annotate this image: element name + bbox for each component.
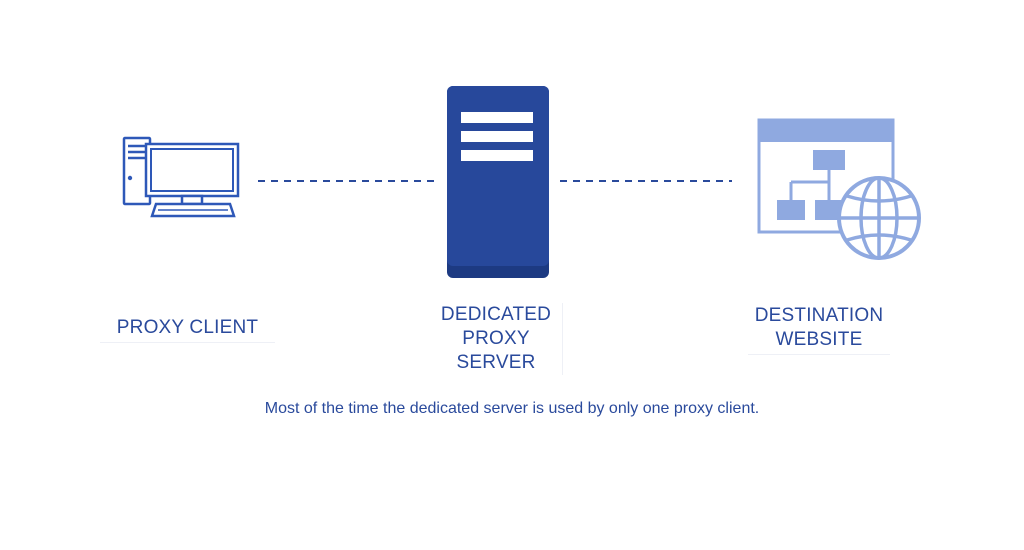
server-label-line-1: DEDICATED [440,304,552,325]
dedicated-proxy-server-label: DEDICATED PROXY SERVER [430,303,563,375]
server-label-line-3: SERVER [456,352,536,373]
dashed-connector-client-server [258,180,440,182]
desktop-computer-icon [122,136,240,218]
server-label-line-2: PROXY [462,328,530,349]
server-tower-icon [447,86,549,278]
destination-website-label: DESTINATION WEBSITE [748,304,890,355]
dashed-connector-server-destination [560,180,732,182]
proxy-client-label-line: PROXY CLIENT [116,317,259,338]
destination-label-line-1: DESTINATION [754,305,884,326]
website-globe-icon [757,118,921,260]
proxy-client-label: PROXY CLIENT [100,316,275,343]
destination-label-line-2: WEBSITE [775,329,863,350]
diagram-caption: Most of the time the dedicated server is… [264,400,760,417]
